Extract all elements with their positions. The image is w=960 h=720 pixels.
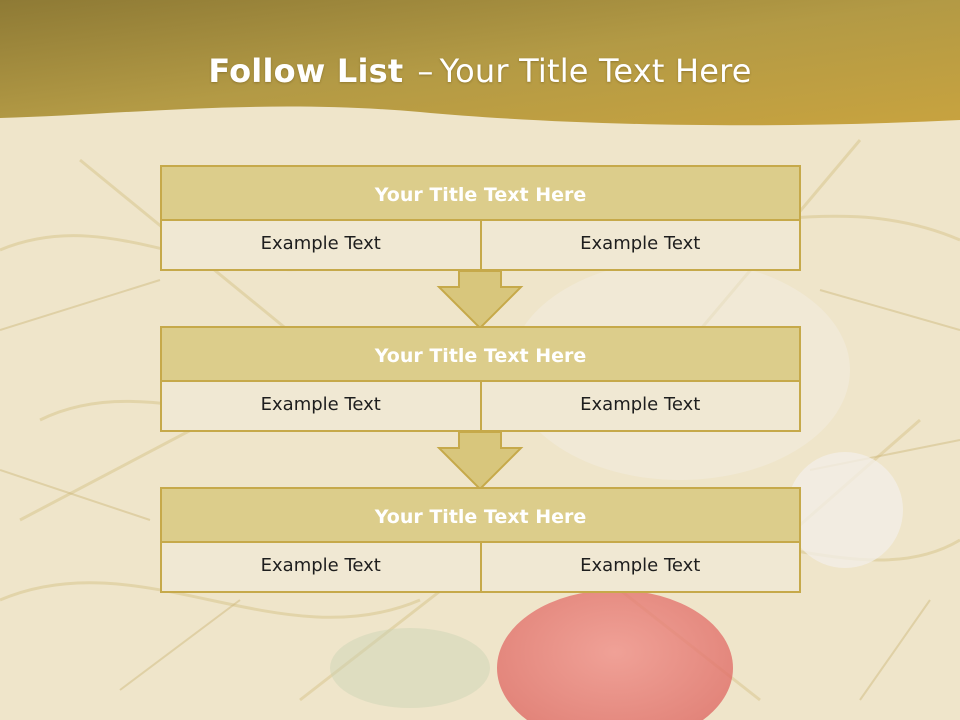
page-title: Follow List–Your Title Text Here	[0, 52, 960, 90]
title-rest: Your Title Text Here	[439, 52, 752, 90]
step-title: Your Title Text Here	[160, 165, 801, 221]
step-block-1: Your Title Text Here Example Text Exampl…	[160, 165, 801, 271]
step-block-2: Your Title Text Here Example Text Exampl…	[160, 326, 801, 432]
step-cell-left: Example Text	[162, 382, 480, 430]
step-cell-left: Example Text	[162, 221, 480, 269]
arrow-down-icon-2	[436, 431, 524, 491]
step-cell-right: Example Text	[479, 382, 799, 430]
step-title: Your Title Text Here	[160, 326, 801, 382]
step-cell-left: Example Text	[162, 543, 480, 591]
arrow-down-icon-1	[436, 270, 524, 330]
step-block-3: Your Title Text Here Example Text Exampl…	[160, 487, 801, 593]
step-row: Example Text Example Text	[160, 382, 801, 432]
step-cell-right: Example Text	[479, 543, 799, 591]
step-row: Example Text Example Text	[160, 543, 801, 593]
step-cell-right: Example Text	[479, 221, 799, 269]
step-title: Your Title Text Here	[160, 487, 801, 543]
step-row: Example Text Example Text	[160, 221, 801, 271]
title-dash: –	[417, 52, 434, 90]
title-bold: Follow List	[208, 52, 404, 90]
